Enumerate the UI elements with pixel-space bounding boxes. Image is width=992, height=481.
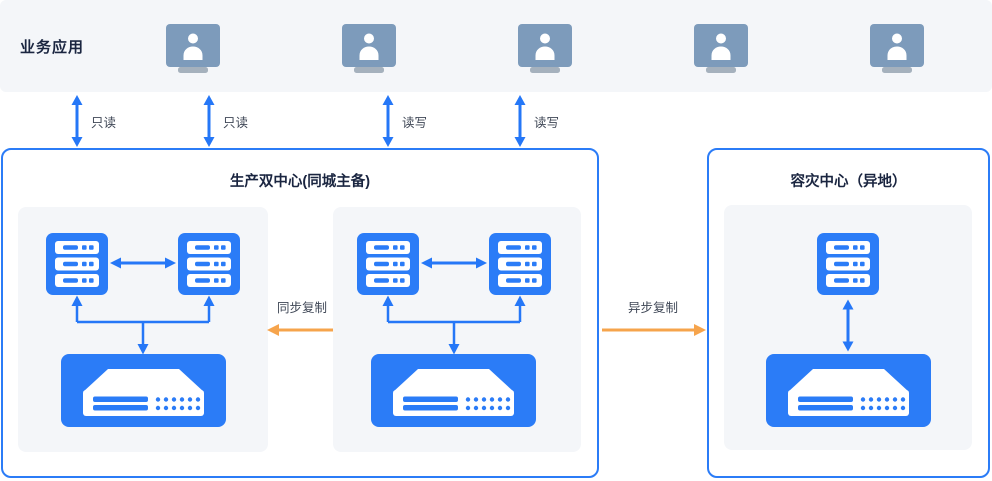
band-title: 业务应用 bbox=[20, 39, 85, 56]
arrow-left-icon bbox=[267, 324, 333, 336]
double-arrow-vertical-icon bbox=[202, 95, 216, 147]
async-replication-label: 异步复制 bbox=[627, 301, 678, 315]
server-icon bbox=[489, 233, 551, 295]
access-link-label: 只读 bbox=[91, 116, 117, 130]
double-arrow-vertical-icon bbox=[70, 95, 84, 147]
double-arrow-horizontal-icon bbox=[110, 256, 176, 270]
double-arrow-horizontal-icon bbox=[421, 256, 487, 270]
user-workstation-icon bbox=[165, 24, 221, 74]
arrow-right-icon bbox=[602, 324, 706, 336]
server-icon bbox=[178, 233, 240, 295]
user-workstation-icon bbox=[341, 24, 397, 74]
production-center-title: 生产双中心(同城主备) bbox=[229, 174, 371, 190]
access-link-label: 读写 bbox=[534, 116, 560, 130]
access-link-label: 只读 bbox=[223, 116, 249, 130]
double-arrow-vertical-icon bbox=[841, 299, 855, 352]
storage-array-icon bbox=[766, 354, 931, 427]
storage-array-icon bbox=[61, 354, 226, 427]
business-apps-band: 业务应用 bbox=[0, 0, 992, 92]
user-workstation-icon bbox=[693, 24, 749, 74]
server-icon bbox=[817, 233, 879, 295]
server-icon bbox=[357, 233, 419, 295]
double-arrow-vertical-icon bbox=[381, 95, 395, 147]
user-workstation-icon bbox=[517, 24, 573, 74]
user-workstation-icon bbox=[869, 24, 925, 74]
sync-replication-label: 同步复制 bbox=[276, 301, 327, 315]
disaster-center-title: 容灾中心（异地） bbox=[790, 174, 907, 190]
storage-array-icon bbox=[371, 354, 536, 427]
server-icon bbox=[46, 233, 108, 295]
double-arrow-vertical-icon bbox=[513, 95, 527, 147]
access-link-label: 读写 bbox=[402, 116, 428, 130]
